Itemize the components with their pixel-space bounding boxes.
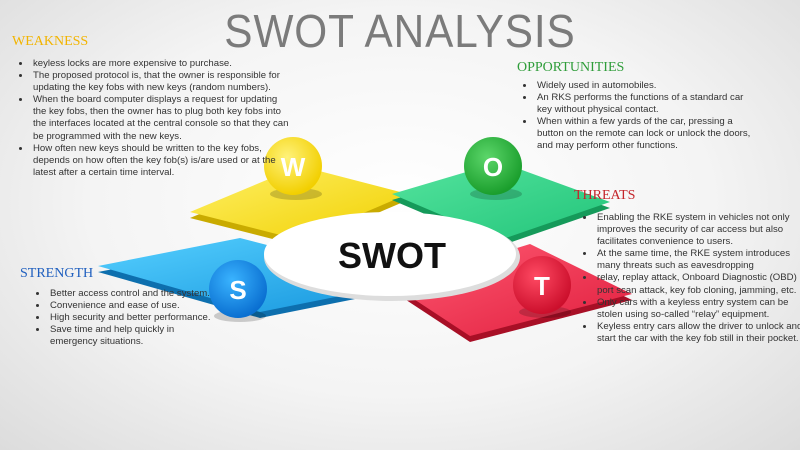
list-item: At the same time, the RKE system introdu… <box>595 248 800 272</box>
weakness-list: keyless locks are more expensive to purc… <box>16 58 293 179</box>
weakness-sphere: W <box>264 137 322 200</box>
list-item: Keyless entry cars allow the driver to u… <box>595 321 800 345</box>
list-item: keyless locks are more expensive to purc… <box>31 58 293 70</box>
center-label: SWOT <box>338 235 446 276</box>
weakness-panel <box>190 166 408 246</box>
center-ellipse <box>264 212 516 296</box>
list-item: Only cars with a keyless entry system ca… <box>595 297 800 321</box>
page-title: SWOT ANALYSIS <box>224 5 576 57</box>
list-item: The proposed protocol is, that the owner… <box>31 70 293 94</box>
threats-title: THREATS <box>574 188 636 203</box>
threats-list: Enabling the RKE system in vehicles not … <box>580 212 800 345</box>
weakness-title: WEAKNESS <box>12 34 89 49</box>
list-item: Save time and help quickly in emergency … <box>48 324 218 348</box>
threats-sphere: T <box>513 256 571 318</box>
list-item: Better access control and the system. <box>48 288 218 300</box>
list-item: An RKS performs the functions of a stand… <box>535 92 757 116</box>
list-item: Convenience and ease of use. <box>48 300 218 312</box>
opportunities-list: Widely used in automobiles. An RKS perfo… <box>520 80 757 153</box>
opportunities-letter: O <box>483 152 503 182</box>
list-item: relay, replay attack, Onboard Diagnostic… <box>595 272 800 296</box>
list-item: How often new keys should be written to … <box>31 143 293 179</box>
strength-title: STRENGTH <box>20 266 94 281</box>
list-item: Widely used in automobiles. <box>535 80 757 92</box>
weakness-letter: W <box>281 152 306 182</box>
list-item: When within a few yards of the car, pres… <box>535 116 757 152</box>
strength-sphere: S <box>209 260 267 322</box>
list-item: High security and better performance. <box>48 312 218 324</box>
list-item: When the board computer displays a reque… <box>31 94 293 142</box>
strength-letter: S <box>229 275 246 305</box>
opportunities-title: OPPORTUNITIES <box>517 60 625 75</box>
strength-list: Better access control and the system. Co… <box>33 288 218 348</box>
opportunities-sphere: O <box>464 137 522 200</box>
threats-letter: T <box>534 271 550 301</box>
list-item: Enabling the RKE system in vehicles not … <box>595 212 800 248</box>
opportunities-panel <box>392 162 610 246</box>
threats-panel <box>394 244 632 342</box>
